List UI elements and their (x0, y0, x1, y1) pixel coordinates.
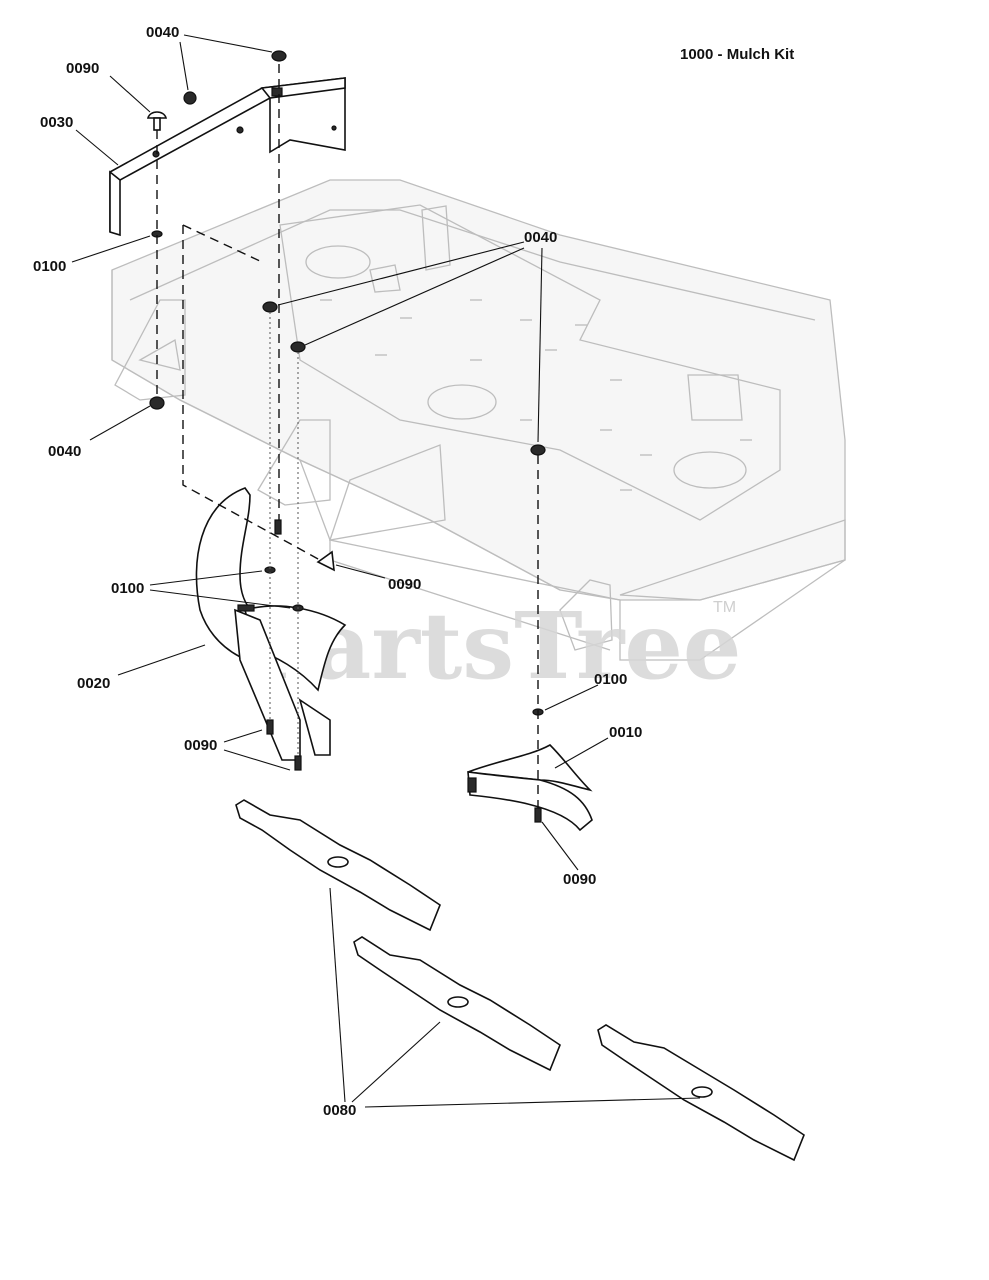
part-0010-baffle (467, 744, 593, 832)
callout-0100-right: 0100 (594, 671, 627, 688)
callout-0040-mid: 0040 (524, 229, 557, 246)
callout-0020: 0020 (77, 675, 110, 692)
callout-labels: 0040 0090 0030 0100 0040 0040 0100 0090 … (33, 24, 642, 1119)
blade-3 (597, 1024, 805, 1162)
callout-0090-low: 0090 (184, 737, 217, 754)
callout-0100-mid: 0100 (111, 580, 144, 597)
mower-deck (111, 179, 846, 661)
blade-2 (353, 936, 561, 1072)
callout-0080: 0080 (323, 1102, 356, 1119)
callout-0040-left: 0040 (48, 443, 81, 460)
callout-0030: 0030 (40, 114, 73, 131)
part-0080-blades (235, 799, 805, 1162)
callout-0040-top: 0040 (146, 24, 179, 41)
part-0020-baffle (195, 487, 347, 761)
callout-0090-top: 0090 (66, 60, 99, 77)
callout-0090-mid: 0090 (388, 576, 421, 593)
part-0030-baffle (109, 77, 346, 237)
callout-0010: 0010 (609, 724, 642, 741)
assembly-lines (156, 64, 539, 808)
leader-lines (71, 34, 701, 1108)
diagram-title: 1000 - Mulch Kit (680, 46, 794, 63)
callout-0090-right: 0090 (563, 871, 596, 888)
callout-0100-left: 0100 (33, 258, 66, 275)
trademark: TM (713, 599, 736, 616)
blade-1 (235, 799, 441, 932)
